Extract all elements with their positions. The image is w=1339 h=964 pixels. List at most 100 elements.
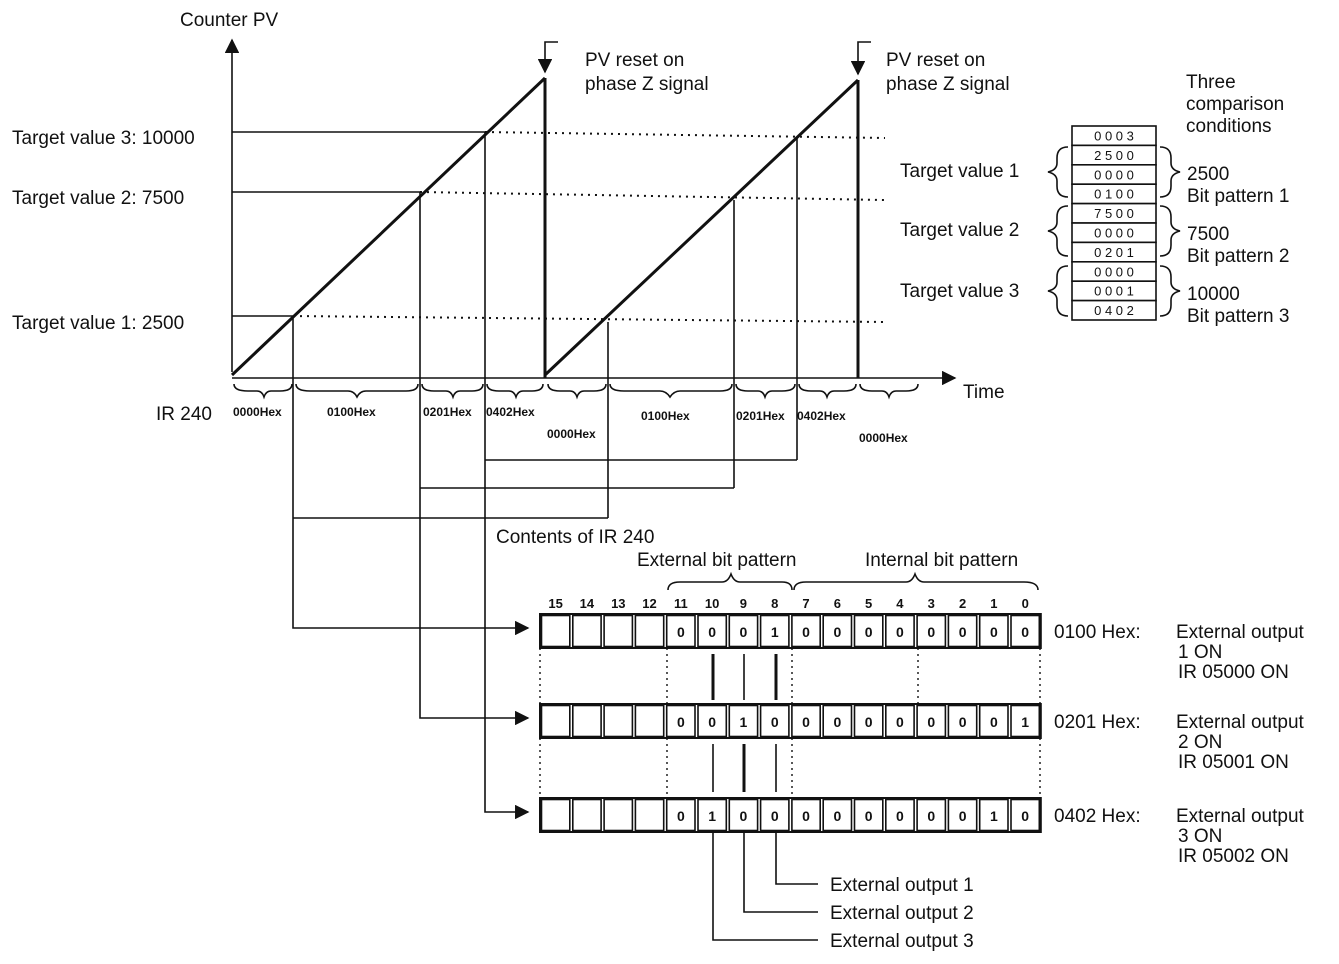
ramp-2: [543, 78, 860, 377]
bit-cell: [697, 704, 728, 738]
segment-label: 0402Hex: [797, 409, 846, 423]
bit-number-label: 9: [740, 596, 747, 611]
bit-cell: [916, 798, 947, 832]
bit-value: 0: [896, 624, 904, 640]
bit-value: 0: [834, 624, 842, 640]
reset-note-2-line1: PV reset on: [886, 50, 985, 71]
bit-number-label: 15: [548, 596, 562, 611]
external-output-2-label: External output 2: [830, 903, 974, 924]
bit-number-label: 3: [928, 596, 935, 611]
comparison-table-value: 0 0 0 3: [1094, 129, 1134, 144]
bit-cell: [540, 704, 571, 738]
comparison-title-3: conditions: [1186, 116, 1272, 137]
bit-cell: [665, 704, 696, 738]
bit-cell: [978, 614, 1009, 648]
bit-value: 0: [802, 624, 810, 640]
bit-cell: [884, 704, 915, 738]
bit-cell: [884, 798, 915, 832]
bit-value: 0: [927, 714, 935, 730]
bit-cell: [884, 614, 915, 648]
target-2-label: Target value 2: 7500: [12, 188, 184, 209]
bit-cell: [571, 614, 602, 648]
comparison-table: 0 0 0 32 5 0 00 0 0 00 1 0 07 5 0 00 0 0…: [1071, 125, 1157, 321]
bit-number-label: 2: [959, 596, 966, 611]
comparison-table-value: 0 0 0 0: [1094, 264, 1134, 279]
bit-number-label: 0: [1022, 596, 1029, 611]
bit-cell: [791, 798, 822, 832]
internal-pattern-label: Internal bit pattern: [865, 550, 1018, 571]
reset-note-2-line2: phase Z signal: [886, 74, 1010, 95]
bit-number-label: 12: [642, 596, 656, 611]
bit-number-label: 11: [674, 596, 688, 611]
bit-cell: [947, 614, 978, 648]
bit-value: 0: [865, 624, 873, 640]
bit-row-hex-label: 0402 Hex:: [1054, 806, 1141, 827]
cmp-right-pattern-1: Bit pattern 1: [1187, 186, 1289, 207]
bit-value: 1: [771, 624, 779, 640]
bit-row-description: External output: [1176, 622, 1305, 643]
contents-label: Contents of IR 240: [496, 527, 654, 548]
bit-cell: [634, 704, 665, 738]
comparison-table-value: 0 0 0 0: [1094, 167, 1134, 182]
bit-value: 0: [990, 714, 998, 730]
bit-cell: [603, 704, 634, 738]
bit-value: 0: [1021, 808, 1029, 824]
bit-cell: [1010, 798, 1041, 832]
bit-value: 0: [771, 714, 779, 730]
bit-row-description: IR 05001 ON: [1178, 752, 1289, 773]
bit-cell: [947, 704, 978, 738]
bit-cell: [603, 614, 634, 648]
bit-cell: [822, 614, 853, 648]
bit-value: 1: [708, 808, 716, 824]
bit-cell: [822, 798, 853, 832]
segment-label: 0402Hex: [486, 405, 535, 419]
segment-label: 0000Hex: [233, 405, 282, 419]
bit-value: 0: [865, 714, 873, 730]
bit-value: 0: [740, 624, 748, 640]
bit-value: 0: [771, 808, 779, 824]
comparison-table-value: 0 0 0 0: [1094, 226, 1134, 241]
comparison-table-value: 0 1 0 0: [1094, 187, 1134, 202]
bit-value: 1: [740, 714, 748, 730]
external-pattern-label: External bit pattern: [637, 550, 796, 571]
bit-value: 0: [834, 714, 842, 730]
bit-value: 0: [959, 808, 967, 824]
reset-note-1-line2: phase Z signal: [585, 74, 709, 95]
segment-label: 0201Hex: [736, 409, 785, 423]
external-output-1-label: External output 1: [830, 875, 974, 896]
bit-row-frame: [539, 797, 1042, 833]
bit-value: 0: [802, 714, 810, 730]
bit-cell: [1010, 614, 1041, 648]
bit-value: 0: [677, 624, 685, 640]
bit-number-label: 13: [611, 596, 625, 611]
bit-cell: [540, 614, 571, 648]
bit-cell: [697, 614, 728, 648]
bit-cell: [916, 704, 947, 738]
cmp-left-label-2: Target value 2: [900, 220, 1019, 241]
bit-cell: [665, 614, 696, 648]
bit-value: 0: [1021, 624, 1029, 640]
cmp-right-value-1: 2500: [1187, 164, 1229, 185]
target-3-label: Target value 3: 10000: [12, 128, 195, 149]
ramp-1: [230, 76, 547, 377]
bit-cell: [634, 614, 665, 648]
bit-value: 1: [990, 808, 998, 824]
segment-label: 0100Hex: [327, 405, 376, 419]
bit-number-label: 10: [705, 596, 719, 611]
bit-number-label: 4: [896, 596, 904, 611]
bit-cell: [947, 798, 978, 832]
bit-value: 0: [959, 624, 967, 640]
bit-row-description: IR 05000 ON: [1178, 662, 1289, 683]
bit-cell: [853, 704, 884, 738]
bit-value: 0: [927, 808, 935, 824]
bit-value: 0: [740, 808, 748, 824]
comparison-table-value: 7 5 0 0: [1094, 206, 1134, 221]
bit-row-hex-label: 0201 Hex:: [1054, 712, 1141, 733]
comparison-table-cell: [1071, 299, 1157, 321]
bit-value: 0: [802, 808, 810, 824]
